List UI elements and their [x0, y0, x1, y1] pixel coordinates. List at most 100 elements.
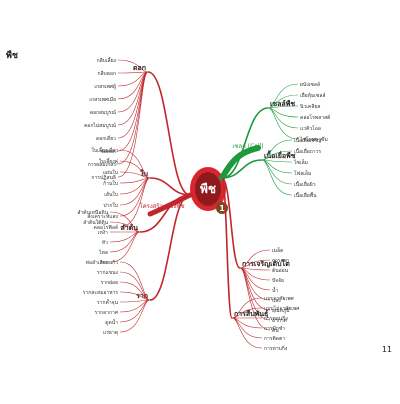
- item-connector: [109, 231, 141, 263]
- branch-item: การปักชำ: [264, 326, 285, 332]
- branch-item: เนื้อเยื่อพื้น: [294, 190, 317, 199]
- branch-item: เนื้อเยื่อถาวร: [294, 146, 321, 155]
- item-connector: [261, 139, 293, 161]
- branch-item: เนื้อเยื่อผิว: [294, 179, 316, 188]
- branch-item: ต้นอ่อน: [272, 267, 289, 274]
- branch-item: กลีบเลี้ยง: [97, 55, 117, 64]
- branch-item: ดอกสมบูรณ์: [90, 109, 116, 116]
- item-connector: [117, 59, 149, 73]
- branch-item: คลอโรฟิลล์: [94, 224, 118, 231]
- branch-stem: ลำต้นลำต้นเหนือดินลำต้นใต้ดินเหง้าหัวไหล…: [77, 194, 191, 266]
- branch-item: ไหล: [98, 249, 108, 256]
- branch-item: เนื้อเยื่อเจริญ: [294, 135, 321, 144]
- item-connector: [267, 107, 299, 129]
- branch-connector: [149, 177, 191, 196]
- center-number: 1: [219, 204, 225, 213]
- branch-item: ปัจจัย: [272, 278, 284, 284]
- branch-item: นิวเคลียส: [300, 103, 320, 110]
- branch-item: กลีบดอก: [97, 70, 116, 77]
- branch-item: รากฝอย: [101, 280, 118, 286]
- branch-item: การติดตา: [264, 335, 285, 342]
- branch-item: แร่ธาตุ: [103, 330, 118, 336]
- item-connector: [231, 317, 263, 329]
- branch-item: แบบไม่อาศัยเพศ: [264, 305, 300, 312]
- branch-item: อุณหภูมิ: [272, 307, 290, 314]
- branch-item: ดอกไม่สมบูรณ์: [84, 122, 116, 129]
- branch-label: การเจริญเติบโต: [242, 259, 290, 268]
- branch-item: เกสรเพศเมีย: [89, 96, 116, 103]
- item-connector: [117, 71, 149, 74]
- branch-item: รากสะสมอาหาร: [83, 290, 119, 296]
- branch-item: แบบอาศัยเพศ: [264, 296, 294, 302]
- branch-item: โฟลเอ็ม: [294, 169, 311, 177]
- branch-leaf: ใบ ใบเลี้ยงเดี่ยวใบเลี้ยงคู่แผ่นใบก้านใบเ…: [87, 145, 191, 231]
- branch-item: ดิน: [272, 327, 279, 334]
- branch-item: น้ำ: [272, 285, 278, 294]
- cell-arm: [219, 145, 261, 181]
- branch-connector: [149, 194, 191, 301]
- item-connector: [119, 281, 151, 301]
- branch-item: เมล็ด: [272, 246, 283, 254]
- branch-label: ดอก: [133, 64, 146, 72]
- branch-item: สังเคราะห์แสง: [87, 213, 118, 220]
- item-connector: [261, 150, 293, 161]
- branch-item: เกสรเพศผู้: [94, 83, 116, 90]
- branch-item: การทาบกิ่ง: [264, 345, 288, 352]
- branch-item: รากอากาศ: [95, 310, 119, 316]
- branch-item: แวคิวโอล: [300, 125, 321, 132]
- branch-label: เซลล์พืช: [270, 99, 295, 108]
- branch-layer: ดอก กลีบเลี้ยงกลีบดอกเกสรเพศผู้เกสรเพศเมี…: [77, 55, 330, 352]
- branch-item: ท่อลำเลียง: [86, 259, 109, 266]
- item-connector: [261, 159, 293, 196]
- item-connector: [109, 211, 141, 233]
- branch-item: ไซโทพลาซึม: [299, 136, 328, 143]
- branch-item: การปฏิสนธิ: [91, 174, 116, 181]
- branch-item: เยื่อหุ้มเซลล์: [300, 92, 325, 99]
- branch-reproduction: การสืบพันธุ์แบบอาศัยเพศแบบไม่อาศัยเพศการ…: [221, 177, 300, 352]
- branch-item: รากแขนง: [97, 270, 119, 276]
- item-connector: [119, 299, 151, 323]
- branch-label: ลำต้น: [120, 223, 138, 232]
- branch-item: แสง: [272, 298, 281, 304]
- branch-item: แผ่นใบ: [103, 169, 118, 176]
- center-blob-inner: [195, 172, 221, 206]
- branch-connector: [221, 159, 263, 179]
- item-connector: [119, 149, 151, 179]
- item-connector: [231, 317, 263, 349]
- branch-item: ดอกเดี่ยว: [96, 135, 116, 142]
- item-connector: [119, 299, 151, 333]
- branch-item: ไซเล็ม: [293, 158, 308, 166]
- branch-tissue: เนื้อเยื่อพืชเนื้อเยื่อเจริญเนื้อเยื่อถา…: [221, 135, 321, 199]
- branch-item: ใบเลี้ยงเดี่ยว: [92, 145, 119, 154]
- branch-label: การสืบพันธุ์: [234, 309, 268, 318]
- branch-item: การงอก: [272, 258, 289, 264]
- center-node: พืช 1 โครงสร้างของพืช เซลล์ (Cell): [139, 142, 264, 214]
- item-connector: [239, 249, 271, 269]
- item-connector: [231, 297, 263, 319]
- branch-root: รากรากแก้วรากแขนงรากฝอยรากสะสมอาหารรากค้…: [83, 194, 191, 336]
- item-connector: [239, 267, 271, 291]
- branch-item: ผนังเซลล์: [300, 81, 320, 88]
- branch-connector: [139, 194, 191, 233]
- branch-item: เส้นใบ: [104, 191, 118, 198]
- branch-connector: [221, 177, 233, 319]
- item-connector: [261, 159, 293, 185]
- item-connector: [119, 177, 151, 228]
- item-connector: [119, 271, 151, 301]
- item-connector: [239, 267, 271, 331]
- branch-flower: ดอก กลีบเลี้ยงกลีบดอกเกสรเพศผู้เกสรเพศเมี…: [84, 55, 191, 196]
- branch-item: ดูดน้ำ: [105, 317, 118, 326]
- item-connector: [117, 71, 149, 178]
- item-connector: [119, 177, 151, 195]
- center-title: พืช: [200, 182, 216, 196]
- item-connector: [119, 160, 151, 179]
- branch-connector: [221, 107, 269, 179]
- branch-label: ใบ: [140, 169, 148, 178]
- item-connector: [119, 177, 151, 206]
- branch-item: เหง้า: [98, 229, 108, 236]
- branch-item: ก้านใบ: [103, 180, 118, 187]
- branch-item: ช่อดอก: [100, 149, 116, 155]
- branch-item: ใบเลี้ยงคู่: [99, 156, 118, 165]
